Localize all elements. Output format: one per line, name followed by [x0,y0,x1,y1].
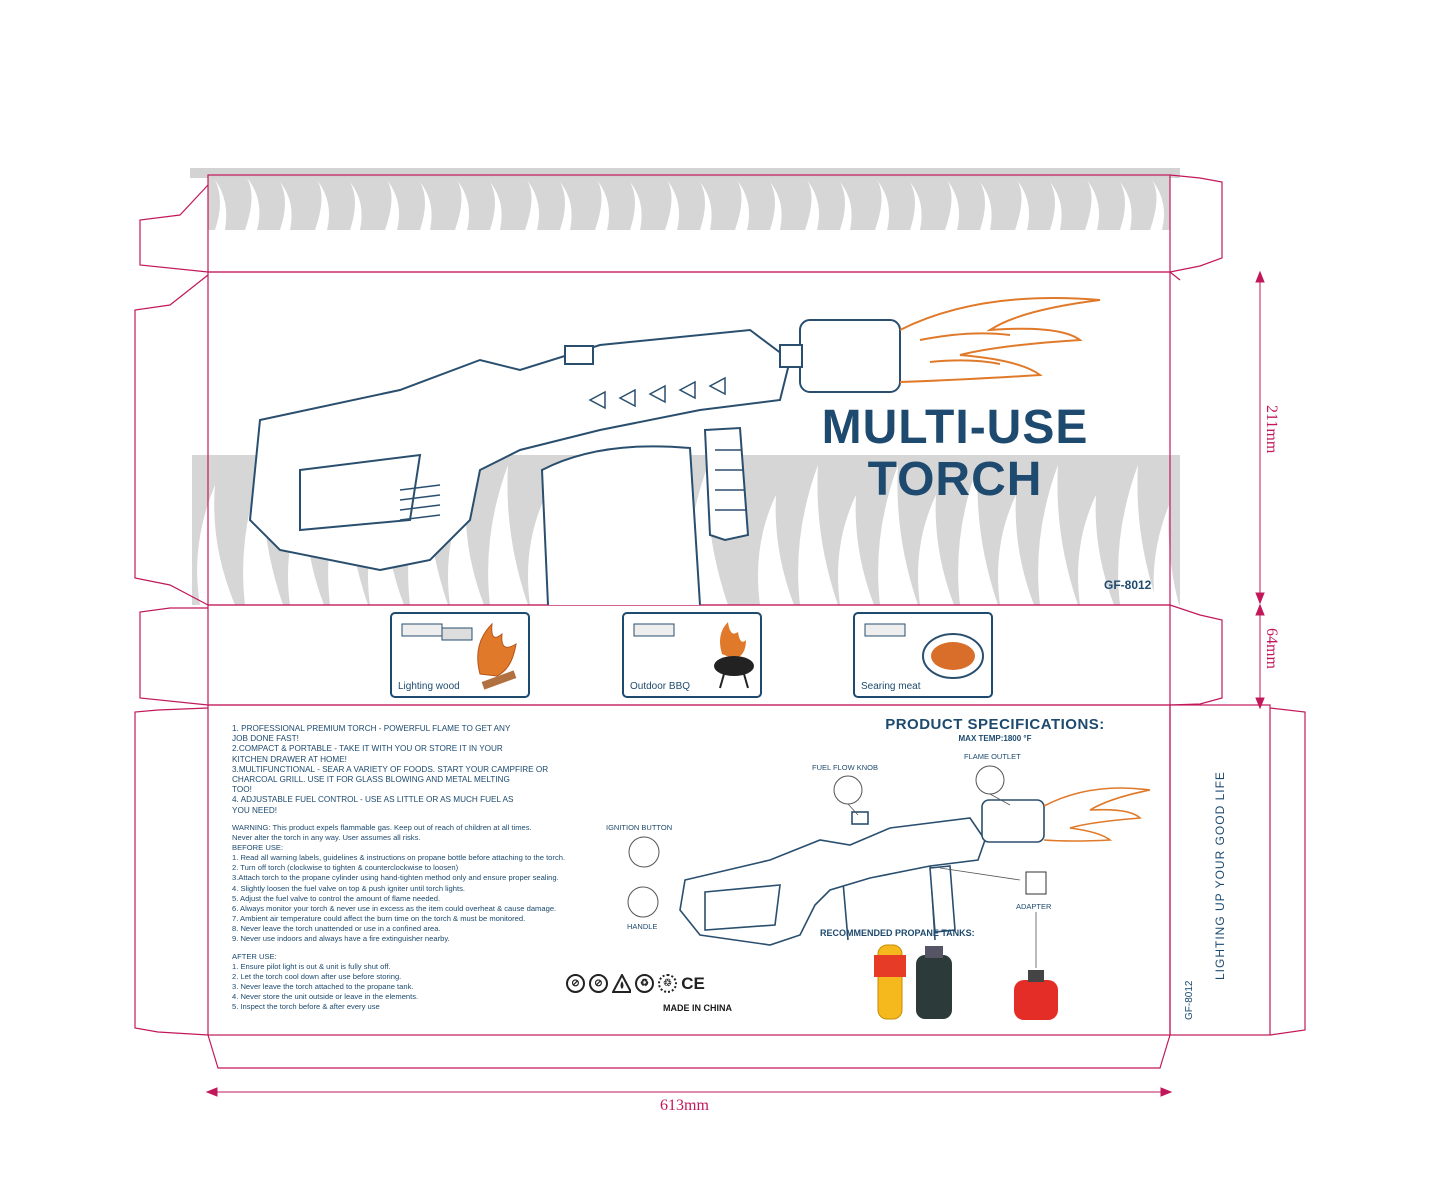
after-use-line: AFTER USE: [232,952,277,961]
adapter-icon [1025,871,1047,895]
feature-line: JOB DONE FAST! [232,734,299,744]
title-line-1: MULTI-USE [821,401,1089,454]
after-use-line: 1. Ensure pilot light is out & unit is f… [232,962,391,972]
back-torch-illustration [679,799,1045,946]
recycle-icon: ♻ [635,974,654,993]
meat-plate-icon [864,623,984,679]
campfire-icon [401,622,517,690]
propane-tanks [874,944,1058,1020]
no-fire-icon: ⊘ [589,974,608,993]
top-flames-pattern [208,178,1170,230]
handle-label: HANDLE [627,922,658,931]
callout-leaders [847,793,1037,968]
after-use-line: 3. Never leave the torch attached to the… [232,982,414,992]
grill-icon [633,622,754,689]
warning-line: Never alter the torch in any way. User a… [232,833,421,843]
top-grey-strip [190,168,1180,178]
front-torch-illustration [248,319,901,606]
feature-line: TOO! [232,785,252,795]
after-use-line: 2. Let the torch cool down after use bef… [232,972,402,982]
use-label: Searing meat [861,681,921,692]
fuel-flow-knob-label: FUEL FLOW KNOB [812,763,878,772]
recommended-tanks-label: RECOMMENDED PROPANE TANKS: [820,928,975,938]
warning-line: 4. Slightly loosen the fuel valve on top… [232,883,466,893]
warning-line: 3.Attach torch to the propane cylinder u… [232,873,559,883]
flammable-warning-icon [612,974,631,993]
no-smoking-icon: ⊘ [566,974,585,993]
warning-instructions: WARNING: This product expels flammable g… [232,823,622,944]
specifications-title: PRODUCT SPECIFICATIONS: [885,716,1105,733]
use-label: Lighting wood [398,681,460,692]
certification-icons: ⊘ ⊘ ♻ ♲ CE [566,974,705,993]
feature-line: 1. PROFESSIONAL PREMIUM TORCH - POWERFUL… [232,724,511,733]
dimension-width: 613mm [660,1097,709,1114]
use-label: Outdoor BBQ [630,681,691,692]
flame-outlet-label: FLAME OUTLET [964,752,1021,761]
warning-line: 2. Turn off torch (clockwise to tighten … [232,863,459,873]
top-flames-cutouts [215,178,1165,230]
front-flame-outline [899,297,1101,383]
use-card-lighting-wood: Lighting wood [390,612,530,698]
warning-line: 7. Ambient air temperature could affect … [232,913,526,923]
side-slogan: LIGHTING UP YOUR GOOD LIFE [1213,771,1227,980]
feature-line: YOU NEED! [232,805,278,815]
warning-line: 9. Never use indoors and always have a f… [232,934,450,944]
title-line-2: TORCH [867,453,1043,506]
feature-line: 2.COMPACT & PORTABLE - TAKE IT WITH YOU … [232,744,503,754]
ignition-button-label: IGNITION BUTTON [606,823,673,832]
product-title: MULTI-USE TORCH [800,402,1110,506]
feature-line: CHARCOAL GRILL. USE IT FOR GLASS BLOWING… [232,775,510,785]
front-model-number: GF-8012 [1104,578,1152,592]
side-model-number: GF-8012 [1184,980,1195,1020]
warning-line: 6. Always monitor your torch & never use… [232,903,557,913]
feature-list: 1. PROFESSIONAL PREMIUM TORCH - POWERFUL… [232,724,572,816]
back-flame-outline [1043,787,1151,842]
warning-line: 5. Adjust the fuel valve to control the … [232,893,441,903]
after-use-instructions: AFTER USE: 1. Ensure pilot light is out … [232,952,612,1013]
warning-line: 1. Read all warning labels, guidelines &… [232,853,566,863]
warning-line: BEFORE USE: [232,843,284,853]
adapter-label: ADAPTER [1016,902,1052,911]
max-temp-label: MAX TEMP:1800 °F [958,734,1032,743]
use-card-outdoor-bbq: Outdoor BBQ [622,612,762,698]
ce-mark-icon: CE [681,973,705,993]
dimension-height-band: 64mm [1263,628,1280,669]
feature-line: KITCHEN DRAWER AT HOME! [232,754,347,764]
use-card-searing-meat: Searing meat [853,612,993,698]
dimension-height-main: 211mm [1263,405,1280,454]
tidyman-icon: ♲ [658,974,677,993]
after-use-line: 4. Never store the unit outside or leave… [232,992,419,1002]
made-in-label: MADE IN CHINA [663,1003,732,1013]
dimension-lines [205,270,1265,1097]
warning-line: 8. Never leave the torch unattended or u… [232,923,441,933]
feature-line: 4. ADJUSTABLE FUEL CONTROL - USE AS LITT… [232,795,514,805]
after-use-line: 5. Inspect the torch before & after ever… [232,1002,380,1012]
warning-line: WARNING: This product expels flammable g… [232,823,532,832]
feature-line: 3.MULTIFUNCTIONAL - SEAR A VARIETY OF FO… [232,764,549,774]
